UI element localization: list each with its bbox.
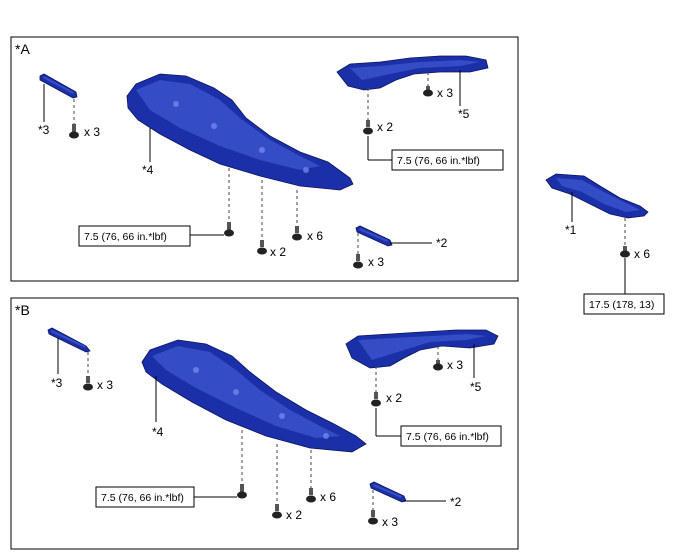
part-4-label: *4	[152, 425, 164, 439]
panel-a: *A *3 x 3 *4 7.5 (76, 66 in.*lbf) x 2	[10, 36, 519, 282]
part-2-bracket	[355, 225, 393, 247]
qty-label: x 3	[97, 378, 113, 392]
clip-icon	[423, 86, 433, 97]
part-4-engine-under-cover	[126, 73, 354, 191]
clip-icon	[272, 504, 282, 519]
part-1-group: *1 x 6 17.5 (178, 13)	[545, 173, 665, 315]
part-4-engine-under-cover	[141, 339, 367, 453]
qty-label: x 2	[377, 120, 393, 134]
bolt-icon	[306, 488, 316, 503]
part-3-bracket	[39, 73, 78, 99]
bolt-icon	[620, 246, 630, 258]
bolt-icon	[69, 124, 79, 139]
qty-label: x 6	[320, 490, 336, 504]
torque-spec-text: 7.5 (76, 66 in.*lbf)	[397, 155, 480, 167]
qty-label: x 3	[368, 255, 384, 269]
part-5-label: *5	[458, 107, 470, 121]
part-4-label: *4	[142, 163, 154, 177]
part-2-bracket	[369, 481, 407, 503]
panel-a-label: *A	[15, 41, 30, 57]
bolt-icon	[371, 392, 381, 407]
panel-b-label: *B	[15, 302, 30, 318]
qty-label: x 3	[437, 86, 453, 100]
panel-b-frame	[10, 297, 519, 550]
panel-b: *B *3 x 3 *4 7.5 (76, 66 in.*lbf) x 2	[10, 297, 519, 550]
part-3-label: *3	[38, 123, 50, 137]
torque-spec-text: 7.5 (76, 66 in.*lbf)	[84, 231, 167, 243]
bolt-icon	[292, 226, 302, 241]
panel-a-frame	[10, 36, 519, 282]
qty-label: x 3	[84, 125, 100, 139]
clip-icon	[433, 360, 443, 371]
qty-label: x 2	[286, 508, 302, 522]
torque-spec-box	[78, 225, 191, 247]
qty-label: x 6	[307, 229, 323, 243]
qty-label: x 3	[382, 515, 398, 529]
qty-label: x 6	[634, 247, 650, 261]
torque-spec-box	[400, 425, 502, 447]
part-1-label: *1	[565, 223, 577, 237]
qty-label: x 2	[386, 391, 402, 405]
torque-spec-box	[95, 486, 195, 508]
bolt-icon	[224, 222, 234, 237]
torque-spec-text: 17.5 (178, 13)	[589, 299, 654, 311]
torque-spec-box	[391, 149, 504, 171]
bolt-icon	[237, 484, 247, 499]
part-3-label: *3	[51, 376, 63, 390]
part-5-label: *5	[470, 380, 482, 394]
part-5-side-cover	[336, 55, 489, 91]
part-2-label: *2	[450, 495, 462, 509]
part-2-label: *2	[436, 236, 448, 250]
part-5-side-cover	[345, 329, 499, 369]
qty-label: x 2	[270, 245, 286, 259]
torque-spec-text: 7.5 (76, 66 in.*lbf)	[101, 492, 184, 504]
torque-spec-box	[583, 293, 665, 315]
bolt-icon	[368, 510, 378, 525]
qty-label: x 3	[447, 358, 463, 372]
bolt-icon	[353, 254, 363, 269]
part-3-bracket	[47, 327, 91, 353]
clip-icon	[257, 240, 267, 255]
bolt-icon	[83, 376, 93, 391]
bolt-icon	[363, 120, 373, 135]
torque-spec-text: 7.5 (76, 66 in.*lbf)	[406, 431, 489, 443]
part-1-crossmember	[545, 173, 649, 219]
